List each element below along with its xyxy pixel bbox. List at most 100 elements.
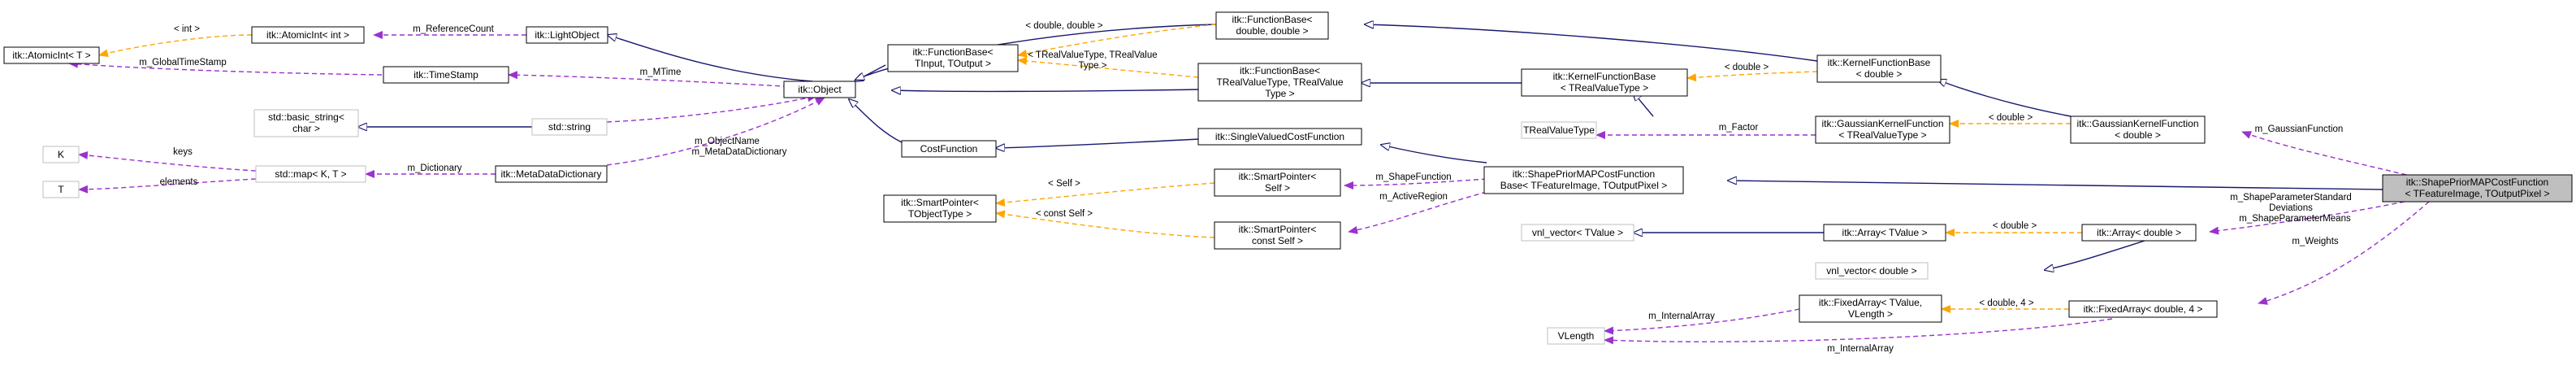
edge-arraydouble-vnldouble xyxy=(2045,240,2145,270)
edge-keys xyxy=(78,151,257,172)
node-label: itk::SingleValuedCostFunction xyxy=(1215,131,1344,142)
node-timestamp[interactable]: itk::TimeStamp xyxy=(383,66,509,84)
label-globaltimestamp: m_GlobalTimeStamp xyxy=(139,58,227,68)
node-label: CostFunction xyxy=(920,143,978,155)
node-vlength[interactable]: VLength xyxy=(1547,327,1605,345)
node-gaussiankernel-double[interactable]: itk::GaussianKernelFunction < double > xyxy=(2070,115,2206,144)
node-functionbase-treal[interactable]: itk::FunctionBase< TRealValueType, TReal… xyxy=(1197,63,1362,102)
edge-globaltimestamp xyxy=(68,59,383,76)
node-label: < TFeatureImage, TOutputPixel > xyxy=(2405,188,2549,199)
node-label: itk::Array< double > xyxy=(2097,227,2181,238)
node-t[interactable]: T xyxy=(42,181,80,198)
node-label: Type > xyxy=(1265,88,1294,99)
node-label: vnl_vector< double > xyxy=(1826,265,1916,277)
node-label: itk::TimeStamp xyxy=(413,69,478,81)
edge-template-kernel-double xyxy=(1686,71,1818,82)
node-lightobject[interactable]: itk::LightObject xyxy=(526,26,608,44)
edge-shapeprior-main-base xyxy=(1728,181,2383,190)
node-label: itk::SmartPointer< xyxy=(1239,224,1317,235)
label-metadatadictionary: m_MetaDataDictionary xyxy=(692,147,787,157)
node-kernelfunctionbase-treal[interactable]: itk::KernelFunctionBase < TRealValueType… xyxy=(1521,68,1688,97)
node-singlevaluedcostfunction[interactable]: itk::SingleValuedCostFunction xyxy=(1197,128,1362,146)
edge-object-functionbase-tinput xyxy=(855,64,886,81)
node-label: itk::FixedArray< TValue, xyxy=(1819,297,1922,308)
node-smartpointer-constself[interactable]: itk::SmartPointer< const Self > xyxy=(1214,221,1341,250)
label-shapeparametermeans: m_ShapeParameterMeans xyxy=(2239,214,2351,224)
label-shapeparameterstandard-1: m_ShapeParameterStandard xyxy=(2230,193,2352,203)
edge-mtime xyxy=(508,71,813,89)
node-object[interactable]: itk::Object xyxy=(783,81,856,98)
node-shapeprior-main[interactable]: itk::ShapePriorMAPCostFunction < TFeatur… xyxy=(2382,174,2573,203)
edge-activeregion xyxy=(1348,191,1487,234)
label-internalarray-top: m_InternalArray xyxy=(1648,312,1715,321)
label-activeregion: m_ActiveRegion xyxy=(1379,192,1448,202)
node-label: < double > xyxy=(2115,129,2161,141)
label-int: < int > xyxy=(174,24,200,34)
node-trealvaluetype[interactable]: TRealValueType xyxy=(1521,121,1597,139)
edge-object-lightobject xyxy=(608,35,813,82)
label-double-kernel: < double > xyxy=(1725,63,1769,72)
node-label: itk::SmartPointer< xyxy=(1239,171,1317,182)
node-smartpointer-self[interactable]: itk::SmartPointer< Self > xyxy=(1214,168,1341,197)
node-label: itk::ShapePriorMAPCostFunction xyxy=(1513,168,1655,180)
node-array-double[interactable]: itk::Array< double > xyxy=(2081,224,2197,242)
label-double-double: < double, double > xyxy=(1025,21,1103,31)
edge-objectname xyxy=(606,94,817,123)
edge-internalarray-bottom xyxy=(1604,318,2113,345)
node-smartpointer-tobject[interactable]: itk::SmartPointer< TObjectType > xyxy=(883,194,997,223)
node-label: TInput, TOutput > xyxy=(915,58,991,69)
node-label: K xyxy=(58,149,64,160)
node-label: itk::FunctionBase< xyxy=(1240,65,1320,76)
node-array-tvalue[interactable]: itk::Array< TValue > xyxy=(1823,224,1946,242)
label-trealvaluetype-2: Type > xyxy=(1079,61,1107,71)
node-gaussiankernel-treal[interactable]: itk::GaussianKernelFunction < TRealValue… xyxy=(1815,115,1950,144)
label-double-array: < double > xyxy=(1993,221,2037,231)
node-k[interactable]: K xyxy=(42,146,80,163)
node-label: itk::SmartPointer< xyxy=(901,197,979,208)
label-const-self: < const Self > xyxy=(1036,209,1093,219)
label-dictionary: m_Dictionary xyxy=(407,163,461,173)
node-label: itk::ShapePriorMAPCostFunction xyxy=(2406,176,2548,188)
edge-costfunction-singlevalued xyxy=(996,137,1215,148)
label-shapeparameterstandard-2: Deviations xyxy=(2269,203,2313,213)
node-shapeprior-base[interactable]: itk::ShapePriorMAPCostFunction Base< TFe… xyxy=(1483,166,1684,194)
node-label: VLength xyxy=(1558,330,1595,342)
node-metadatadictionary[interactable]: itk::MetaDataDictionary xyxy=(495,165,608,183)
node-std-string[interactable]: std::string xyxy=(531,118,608,136)
edge-template-constself xyxy=(995,210,1215,238)
label-internalarray-bottom: m_InternalArray xyxy=(1827,344,1894,354)
node-label: vnl_vector< TValue > xyxy=(1532,227,1623,238)
edge-kerneldouble-gaussiandouble xyxy=(1937,80,2072,117)
label-elements: elements xyxy=(160,177,198,187)
node-fixedarray-double[interactable]: itk::FixedArray< double, 4 > xyxy=(2068,300,2218,318)
node-label: char > xyxy=(292,123,320,134)
node-std-map[interactable]: std::map< K, T > xyxy=(255,165,366,183)
node-label: TRealValueType xyxy=(1523,124,1595,136)
node-vnl-vector-double[interactable]: vnl_vector< double > xyxy=(1815,262,1929,280)
label-referencecount: m_ReferenceCount xyxy=(413,24,495,34)
node-vnl-vector-tvalue[interactable]: vnl_vector< TValue > xyxy=(1521,224,1634,242)
node-atomicint-t[interactable]: itk::AtomicInt< T > xyxy=(3,46,100,64)
label-gaussianfunction: m_GaussianFunction xyxy=(2255,124,2344,134)
edge-object-functionbase-treal xyxy=(892,89,1199,91)
node-label: < TRealValueType > xyxy=(1838,129,1926,141)
node-label: std::map< K, T > xyxy=(275,168,346,180)
label-double-gaussian: < double > xyxy=(1989,113,2033,123)
node-label: itk::GaussianKernelFunction xyxy=(2076,118,2198,129)
node-label: itk::LightObject xyxy=(535,29,600,41)
node-functionbase-double[interactable]: itk::FunctionBase< double, double > xyxy=(1215,11,1329,40)
node-label: double, double > xyxy=(1236,25,1308,37)
node-kernelfunctionbase-double[interactable]: itk::KernelFunctionBase < double > xyxy=(1816,54,1942,83)
label-objectname: m_ObjectName xyxy=(695,137,760,146)
node-label: itk::MetaDataDictionary xyxy=(500,168,601,180)
edge-functionbase-kerneldouble xyxy=(1365,24,1818,62)
node-basic-string[interactable]: std::basic_string< char > xyxy=(253,109,359,137)
node-label: itk::FunctionBase< xyxy=(1232,14,1312,25)
label-self: < Self > xyxy=(1048,179,1080,189)
node-functionbase-tinput[interactable]: itk::FunctionBase< TInput, TOutput > xyxy=(887,44,1019,72)
node-fixedarray-tvalue[interactable]: itk::FixedArray< TValue, VLength > xyxy=(1799,294,1942,323)
node-atomicint-int[interactable]: itk::AtomicInt< int > xyxy=(251,26,365,44)
edge-elements xyxy=(78,178,257,194)
node-costfunction[interactable]: CostFunction xyxy=(901,140,997,158)
